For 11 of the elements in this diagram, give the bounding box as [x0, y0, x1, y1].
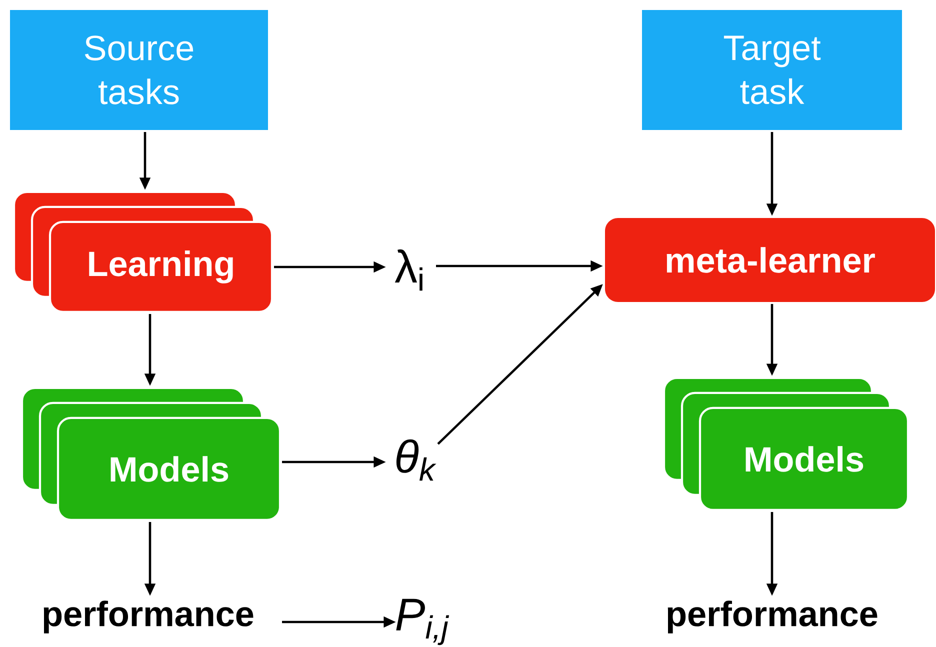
symbol-label: θ$_{k}$ — [396, 439, 436, 481]
stacked-box: Learning — [12, 190, 274, 314]
bold-label: performance — [44, 600, 254, 634]
symbol-label: λ$_{i}$ — [394, 249, 422, 291]
stacked-box: Models — [20, 386, 282, 522]
task-box: Target task — [642, 10, 902, 130]
symbol-label: P$_{i,j}$ — [396, 598, 450, 646]
stacked-box: Models — [662, 376, 910, 512]
process-box: meta-learner — [605, 218, 935, 302]
bold-label: performance — [668, 600, 878, 634]
task-box: Source tasks — [10, 10, 268, 130]
